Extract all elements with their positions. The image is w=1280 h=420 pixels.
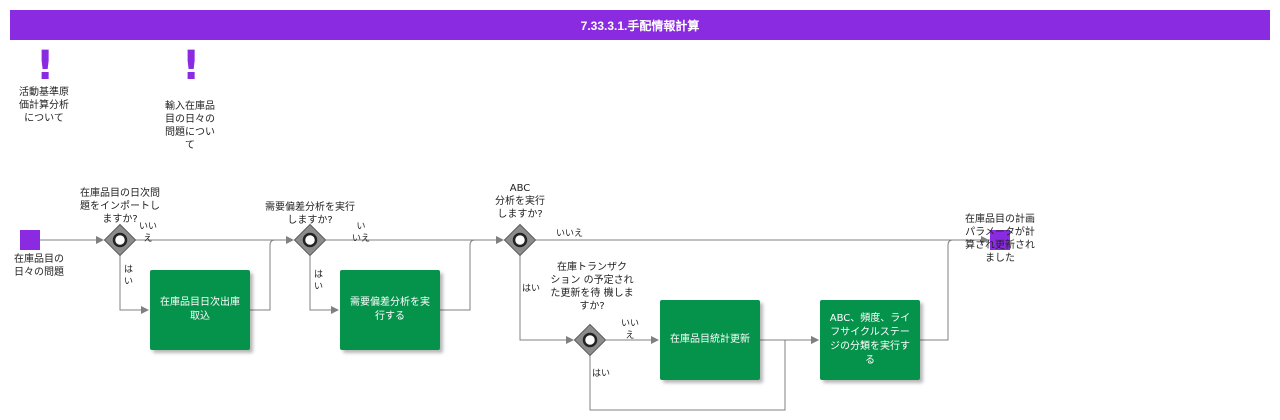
task-update-item-statistics[interactable]: 在庫品目統計更新 bbox=[660, 300, 760, 380]
exclamation-icon: ! bbox=[182, 43, 201, 89]
task-label: ABC、頻度、ライ フサイクルステー ジの分類を実行す る bbox=[829, 313, 911, 366]
diagram-title-bar: 7.33.3.1.手配情報計算 bbox=[10, 10, 1270, 40]
start-event-label: 在庫品目の 日々の問題 bbox=[14, 254, 64, 278]
gateway-import-issues[interactable] bbox=[103, 223, 137, 257]
end-event-label: 在庫品目の計画 パラメータが計 算され更新され ました bbox=[965, 214, 1035, 264]
gw4-no-label: いい え bbox=[621, 319, 640, 341]
end-event[interactable] bbox=[990, 230, 1010, 250]
exclamation-icon: ! bbox=[36, 43, 55, 89]
task-label: 在庫品目日次出庫 取込 bbox=[160, 297, 240, 322]
flow-gw1-yes bbox=[119, 255, 149, 314]
task-label: 在庫品目統計更新 bbox=[670, 334, 750, 345]
task-demand-deviation-analysis[interactable]: 需要偏差分析を実 行する bbox=[340, 270, 440, 350]
flow-task2-merge bbox=[440, 239, 476, 311]
gateway-question-1: 在庫品目の日次問 題をインポートし ますか? bbox=[80, 188, 160, 225]
gateway-question-3: ABC 分析を実行 しますか? bbox=[495, 183, 545, 220]
gw3-yes-label: はい bbox=[522, 284, 541, 294]
flow-task1-merge bbox=[250, 239, 276, 311]
gw1-yes-label: は い bbox=[124, 265, 134, 287]
gw1-no-label: いい え bbox=[139, 222, 158, 244]
task-abc-classification[interactable]: ABC、頻度、ライ フサイクルステー ジの分類を実行す る bbox=[820, 300, 920, 380]
task-import-daily-issues[interactable]: 在庫品目日次出庫 取込 bbox=[150, 270, 250, 350]
start-event[interactable] bbox=[20, 230, 40, 250]
gw3-no-label: いいえ bbox=[556, 229, 584, 239]
gw2-yes-label: は い bbox=[314, 270, 324, 292]
annotation-import-issues[interactable]: 輸入在庫品 目の日々の 問題につい て bbox=[165, 101, 215, 151]
flow-task4-to-end bbox=[920, 236, 989, 341]
task-label: 需要偏差分析を実 行する bbox=[350, 297, 430, 322]
gateway-abc-analysis[interactable] bbox=[503, 223, 537, 257]
gw2-no-label: い いえ bbox=[352, 222, 371, 244]
gateway-question-2: 需要偏差分析を実行 しますか? bbox=[265, 202, 355, 226]
gateway-demand-deviation[interactable] bbox=[293, 223, 327, 257]
gateway-question-4: 在庫トランザク ション の予定され た更新を待 機しま すか? bbox=[550, 262, 634, 312]
annotation-abc-costing[interactable]: 活動基準原 価計算分析 について bbox=[19, 87, 69, 124]
diagram-title: 7.33.3.1.手配情報計算 bbox=[580, 19, 700, 33]
gw4-yes-label: はい bbox=[592, 369, 611, 379]
flow-gw2-yes bbox=[309, 255, 339, 314]
flow-gw3-yes bbox=[519, 255, 574, 344]
gateway-wait-transactions[interactable] bbox=[573, 323, 607, 357]
